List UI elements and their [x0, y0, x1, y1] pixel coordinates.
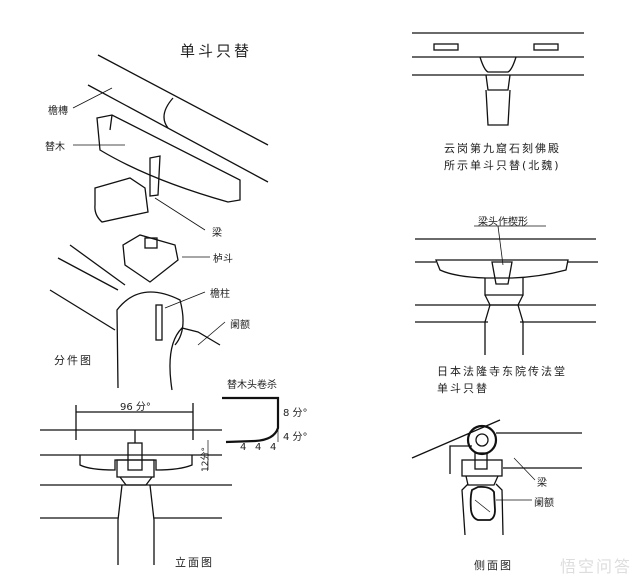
- width-dimension: 96 分°: [120, 402, 151, 413]
- dim-upper: 8 分°: [283, 408, 308, 419]
- side-view-drawing: [411, 419, 582, 536]
- side-label-beam: 梁: [537, 478, 547, 489]
- dim-lower: 4 分°: [283, 432, 308, 443]
- horyuji-note: 梁头作楔形: [478, 217, 528, 228]
- bottom-dim: 4: [240, 442, 247, 453]
- label-beam: 梁: [212, 228, 222, 239]
- corbel-end-drawing: [222, 396, 280, 444]
- label-eave-purlin: 檐槫: [48, 106, 68, 117]
- yungang-drawing: [412, 32, 584, 126]
- label-corbel-wood: 替木: [45, 142, 65, 153]
- corbel-end-caption: 替木头卷杀: [227, 380, 277, 391]
- bottom-dim: 4: [255, 442, 262, 453]
- elevation-caption: 立面图: [175, 556, 214, 569]
- label-eave-column: 檐柱: [210, 289, 230, 300]
- exploded-view-drawing: [49, 54, 269, 391]
- horyuji-caption-2: 单斗只替: [437, 382, 489, 395]
- horyuji-drawing: [415, 225, 598, 355]
- height-dimension: 12分°: [201, 447, 211, 472]
- exploded-caption: 分件图: [54, 354, 93, 367]
- watermark: 悟空问答: [559, 557, 632, 576]
- label-cap-block: 栌斗: [213, 254, 233, 265]
- bottom-dim: 4: [270, 442, 277, 453]
- yungang-caption-1: 云岗第九窟石刻佛殿: [444, 142, 561, 155]
- main-title: 单斗只替: [180, 42, 253, 60]
- elevation-drawing: [40, 403, 232, 565]
- side-caption: 侧面图: [474, 559, 513, 572]
- yungang-caption-2: 所示单斗只替(北魏): [444, 159, 561, 172]
- side-label-architrave: 阑额: [534, 498, 554, 509]
- label-architrave: 阑额: [230, 320, 250, 331]
- leader-lines: [72, 87, 226, 346]
- horyuji-caption-1: 日本法隆寺东院传法堂: [437, 365, 567, 378]
